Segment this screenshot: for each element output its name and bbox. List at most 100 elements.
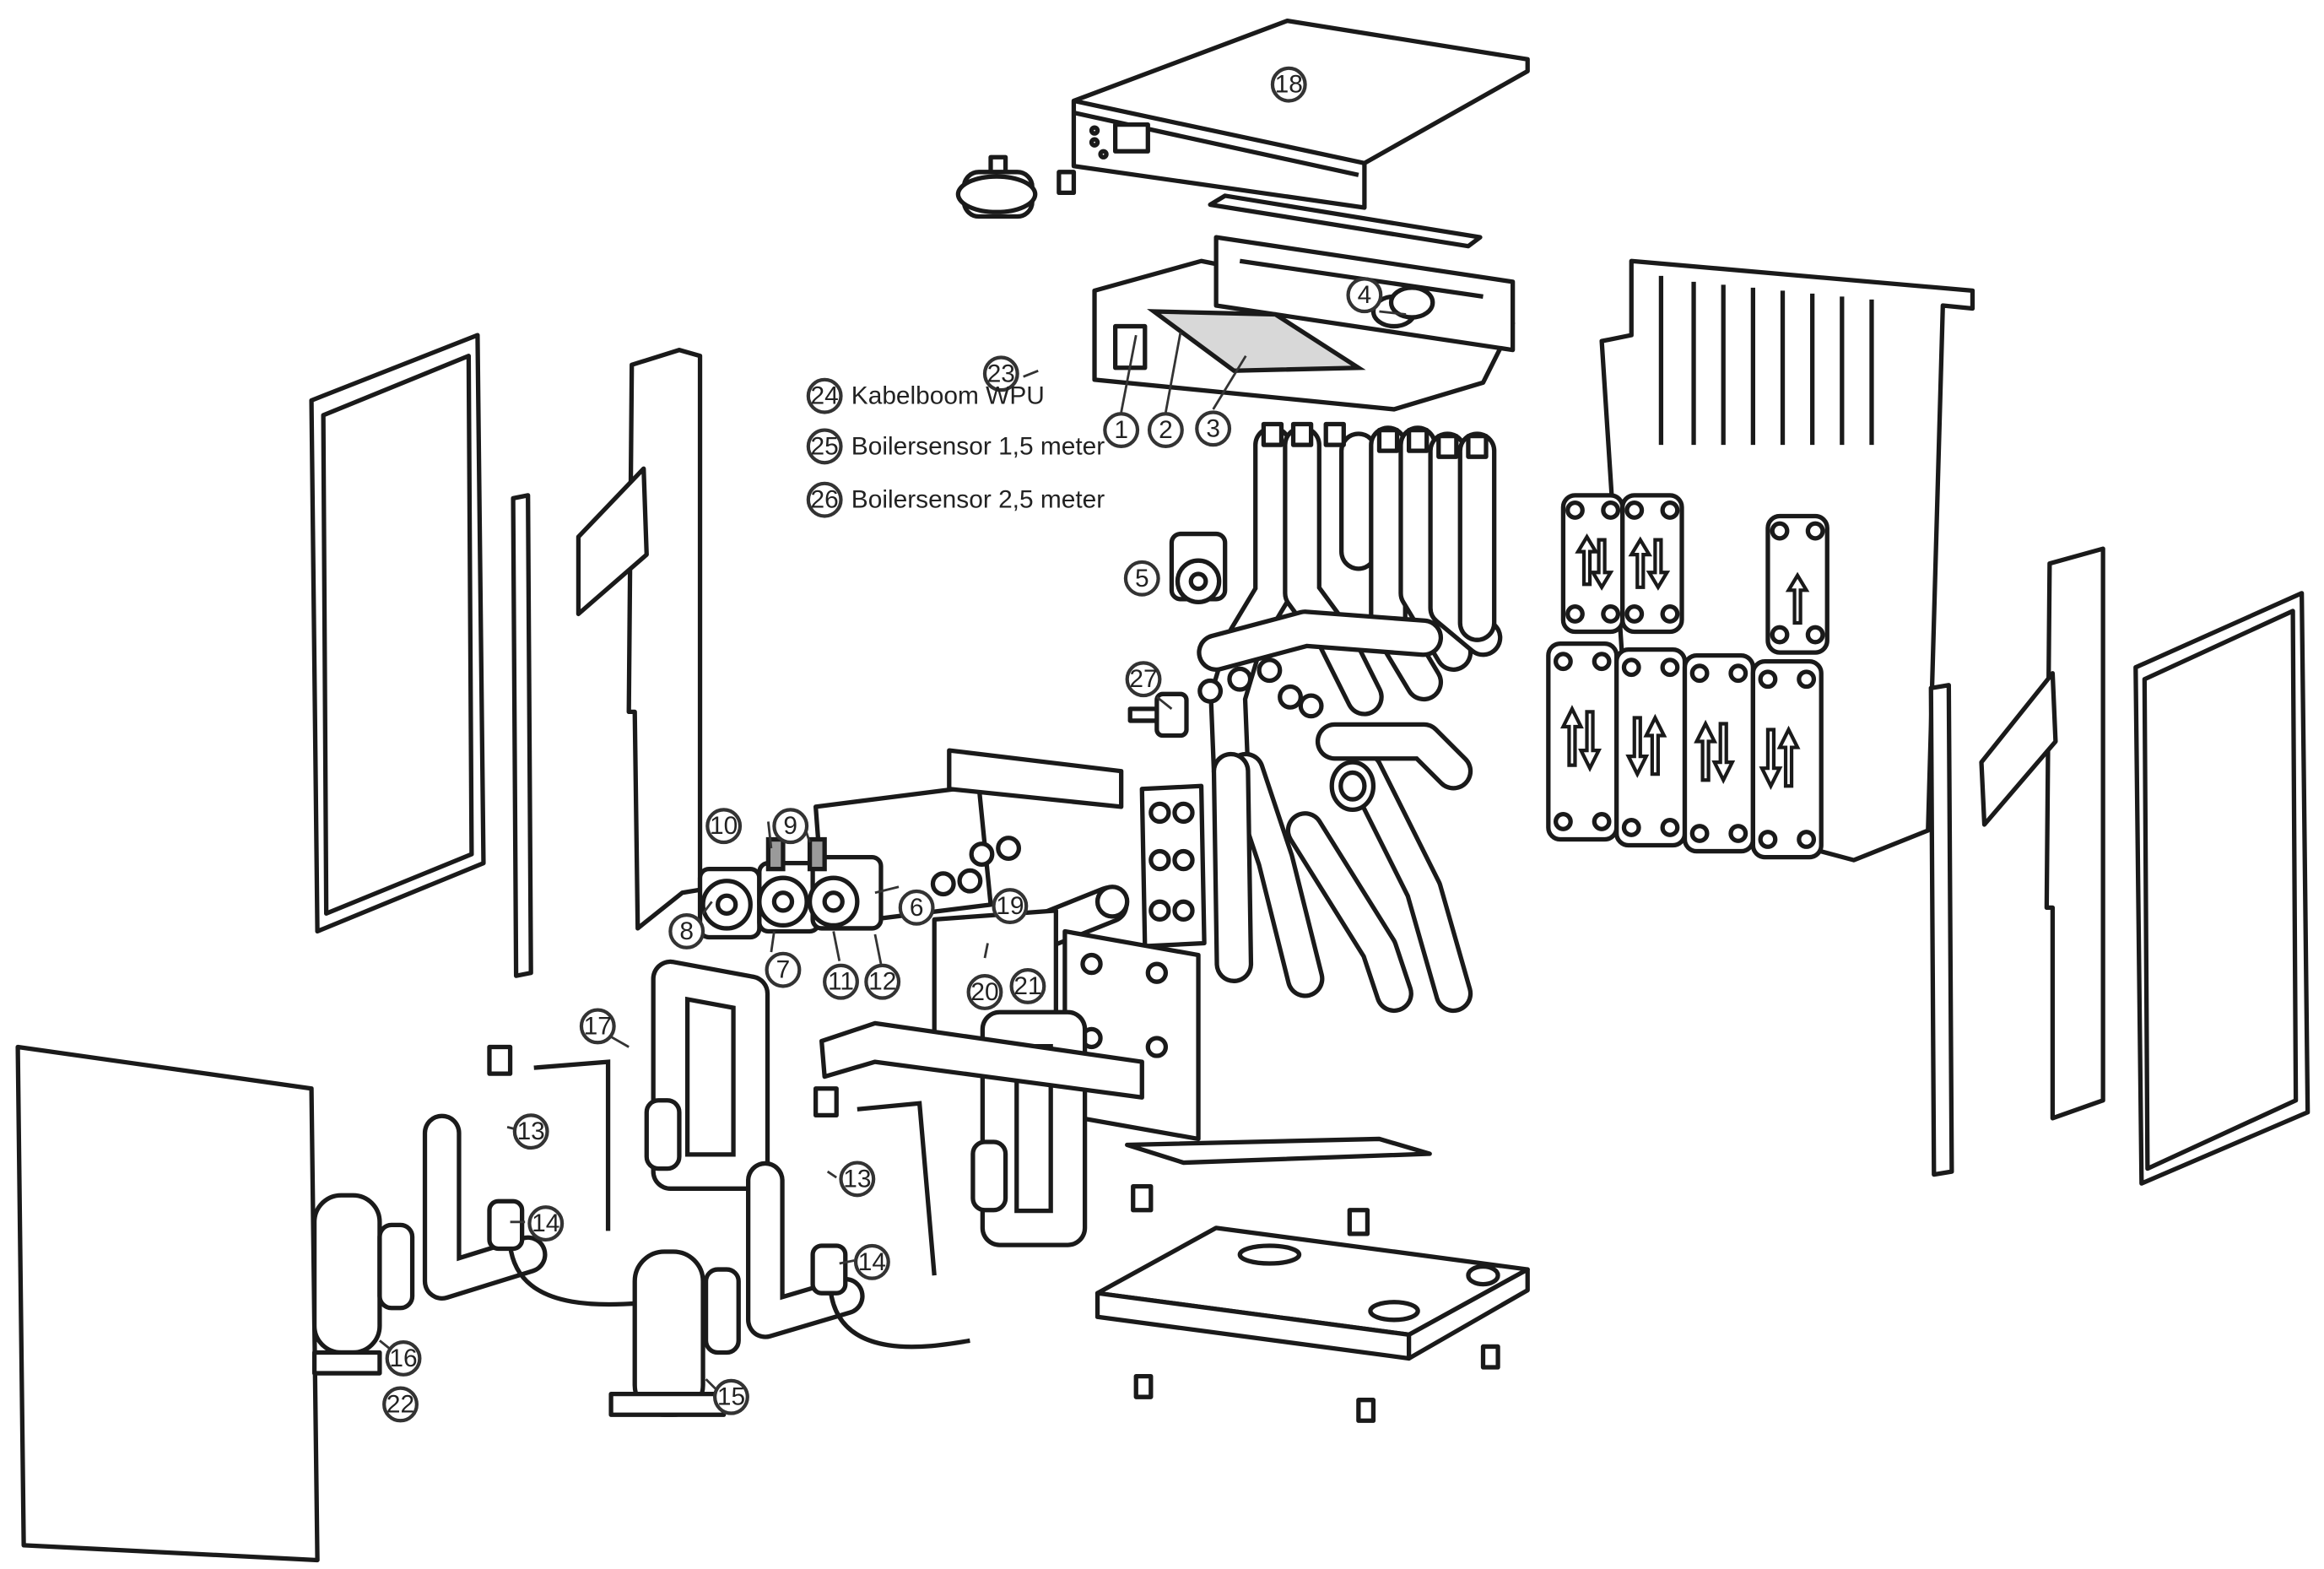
callout-circle (1009, 968, 1046, 1004)
callout-11: 11 (823, 963, 859, 1000)
plate-heat-exchangers (1546, 493, 1829, 860)
callout-circle (839, 1161, 876, 1198)
callout-13a: 13 (512, 1113, 549, 1150)
callout-number: 14 (532, 1209, 559, 1237)
callout-21: 21 (1009, 968, 1046, 1004)
callout-number: 21 (1013, 972, 1041, 1000)
display-bracket (955, 154, 1077, 219)
right-side-panel (2133, 591, 2310, 1186)
valve-27 (1127, 691, 1189, 739)
callout-17: 17 (579, 1008, 616, 1045)
callout-number: 23 (987, 360, 1015, 387)
legend-item-26: 26 Boilersensor 2,5 meter (806, 481, 1105, 518)
callout-23: 23 (982, 355, 1019, 392)
base-frame (1094, 1136, 1530, 1423)
legend-item-24: 24 Kabelboom WPU (806, 377, 1045, 414)
callout-14a: 14 (527, 1205, 565, 1242)
callout-circle (579, 1008, 616, 1045)
callout-number: 1 (1114, 416, 1128, 444)
front-panel (15, 1044, 320, 1563)
callout-6: 6 (898, 889, 935, 926)
callout-circle (772, 808, 809, 845)
callout-9: 9 (772, 808, 809, 845)
compressor-15 (608, 1249, 741, 1417)
top-cover (1071, 18, 1530, 210)
callout-circle (898, 889, 935, 926)
callout-number: 6 (910, 894, 924, 922)
callout-circle (982, 355, 1019, 392)
callout-circle (512, 1113, 549, 1150)
callout-10: 10 (705, 808, 743, 845)
legend-number: 25 (811, 432, 839, 460)
callout-19: 19 (992, 888, 1029, 925)
callout-number: 13 (843, 1165, 871, 1193)
callout-16: 16 (385, 1340, 422, 1377)
callout-number: 4 (1358, 281, 1372, 309)
callout-circle (823, 963, 859, 1000)
callout-number: 5 (1135, 565, 1149, 592)
legend-text: Boilersensor 1,5 meter (851, 432, 1105, 460)
callout-number: 7 (776, 956, 791, 984)
left-frame-profile (511, 493, 533, 978)
callout-circle (527, 1205, 565, 1242)
callout-circle (853, 1243, 890, 1280)
callout-2: 2 (1147, 412, 1184, 448)
callout-number: 12 (868, 968, 896, 996)
callout-27: 27 (1125, 661, 1162, 698)
callout-circle (966, 974, 1003, 1010)
pipe-fittings (1197, 421, 1489, 719)
callout-number: 14 (858, 1248, 886, 1276)
legend-number: 26 (811, 486, 839, 514)
callout-number: 2 (1159, 416, 1173, 444)
callout-8: 8 (668, 913, 705, 950)
pipe-manifold (1197, 425, 1503, 1014)
left-rear-profile (576, 348, 703, 931)
callout-22: 22 (382, 1386, 419, 1423)
callout-circle (765, 951, 802, 988)
callout-20: 20 (966, 974, 1003, 1010)
callout-18: 18 (1270, 66, 1307, 103)
compressor-16 (311, 1193, 415, 1376)
callout-circle (668, 913, 705, 950)
callout-3: 3 (1195, 410, 1232, 447)
callout-12: 12 (864, 963, 901, 1000)
callout-circle (1123, 560, 1160, 597)
cover-rail (1208, 193, 1483, 249)
pump-5 (1169, 531, 1228, 605)
callout-circle (1147, 412, 1184, 448)
control-box (1092, 235, 1516, 412)
callout-circle (992, 888, 1029, 925)
callout-circle (1195, 410, 1232, 447)
callout-13b: 13 (839, 1161, 876, 1198)
callout-number: 22 (386, 1390, 414, 1418)
callout-number: 10 (710, 812, 738, 840)
callout-14b: 14 (853, 1243, 890, 1280)
callout-number: 16 (389, 1344, 417, 1372)
callout-circle (713, 1378, 749, 1415)
legend-number: 24 (811, 382, 839, 410)
legend-item-25: 25 Boilersensor 1,5 meter (806, 428, 1105, 465)
callout-number: 17 (584, 1012, 612, 1040)
callout-circle (1125, 661, 1162, 698)
callout-circle (864, 963, 901, 1000)
callout-number: 18 (1275, 71, 1303, 99)
callout-number: 3 (1206, 414, 1220, 442)
left-side-panel (309, 333, 486, 934)
callout-number: 19 (996, 892, 1024, 920)
legend-text: Boilersensor 2,5 meter (851, 486, 1105, 514)
callout-5: 5 (1123, 560, 1160, 597)
mounting-bracket (819, 1020, 1144, 1100)
callout-circle (385, 1340, 422, 1377)
circulation-pumps (697, 836, 884, 940)
callout-circle (705, 808, 743, 845)
callout-circle (382, 1386, 419, 1423)
filter-driers (487, 1044, 1008, 1296)
callout-number: 9 (783, 812, 797, 840)
callout-number: 8 (679, 917, 694, 945)
callout-circle (1103, 412, 1140, 448)
right-frame-profiles (1928, 546, 2105, 1177)
callout-7: 7 (765, 951, 802, 988)
callout-15: 15 (713, 1378, 749, 1415)
